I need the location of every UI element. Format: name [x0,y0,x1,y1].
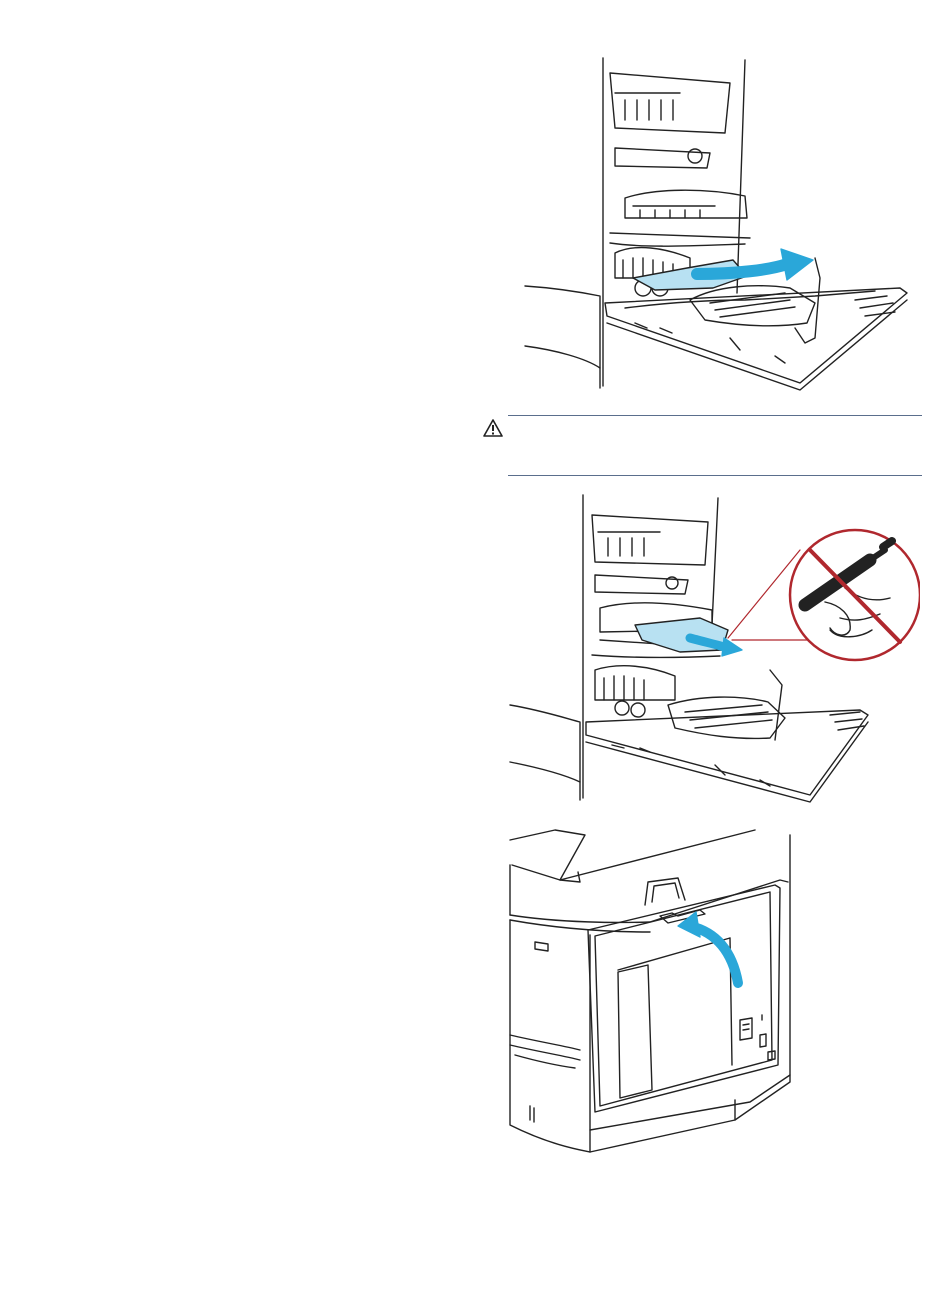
caution-note [480,412,922,477]
do-not-use-tools-figure [500,490,920,805]
remove-jam-from-right-door-figure [515,38,915,398]
close-right-door-figure [500,820,840,1160]
caution-top-rule [508,415,922,416]
warning-triangle-icon [483,419,503,437]
caution-bottom-rule [508,475,922,476]
